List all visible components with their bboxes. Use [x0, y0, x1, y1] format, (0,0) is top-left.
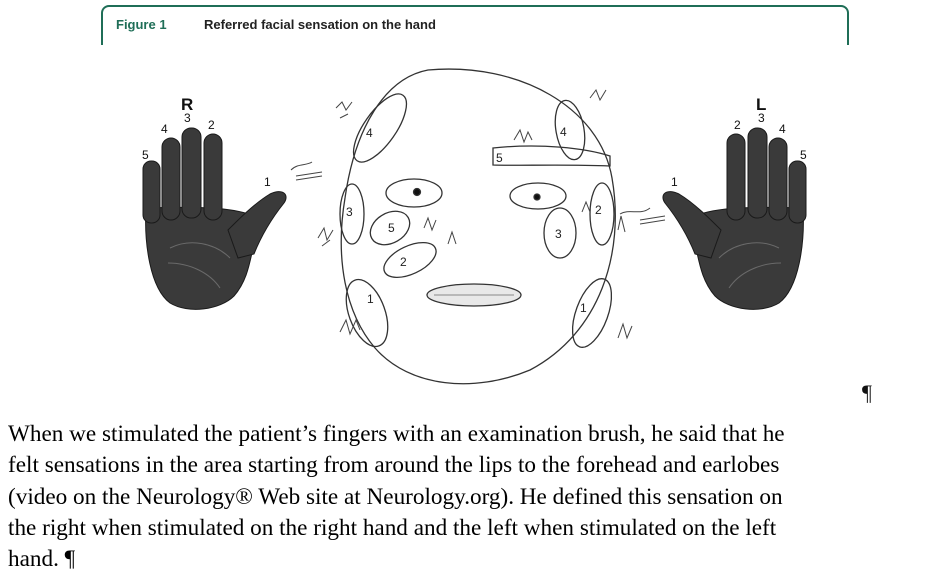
left-hand-illustration: L 1 2 3 4 5: [663, 95, 807, 309]
face-zone-number: 1: [367, 292, 374, 306]
right-finger-number: 4: [161, 122, 168, 136]
body-line: the right when stimulated on the right h…: [8, 513, 943, 544]
left-finger-number: 1: [671, 175, 678, 189]
body-line: When we stimulated the patient’s fingers…: [8, 419, 943, 450]
body-line: hand. ¶: [8, 544, 943, 575]
body-paragraph: When we stimulated the patient’s fingers…: [8, 419, 943, 575]
paragraph-mark: ¶: [862, 380, 872, 406]
referred-sensation-illustration: R 1 2 3 4 5: [0, 48, 949, 398]
face-zone-number: 2: [400, 255, 407, 269]
face-zone-number: 4: [366, 126, 373, 140]
face-zone-number: 5: [388, 221, 395, 235]
face-drawing: [338, 69, 619, 384]
right-finger-number: 1: [264, 175, 271, 189]
face-zone-number: 3: [555, 227, 562, 241]
left-finger-number: 3: [758, 111, 765, 125]
face-zone-number: 5: [496, 151, 503, 165]
face-zone-number: 2: [595, 203, 602, 217]
figure-title: Referred facial sensation on the hand: [204, 17, 436, 32]
right-finger-number: 3: [184, 111, 191, 125]
right-hand-illustration: R 1 2 3 4 5: [142, 95, 286, 309]
right-finger-number: 5: [142, 148, 149, 162]
left-finger-number: 5: [800, 148, 807, 162]
body-line: felt sensations in the area starting fro…: [8, 450, 943, 481]
face-zone-number: 3: [346, 205, 353, 219]
body-line: (video on the Neurology® Web site at Neu…: [8, 482, 943, 513]
face-zone-number: 4: [560, 125, 567, 139]
right-finger-number: 2: [208, 118, 215, 132]
left-finger-number: 2: [734, 118, 741, 132]
figure-label: Figure 1: [116, 17, 167, 32]
face-zone-number: 1: [580, 301, 587, 315]
left-finger-number: 4: [779, 122, 786, 136]
